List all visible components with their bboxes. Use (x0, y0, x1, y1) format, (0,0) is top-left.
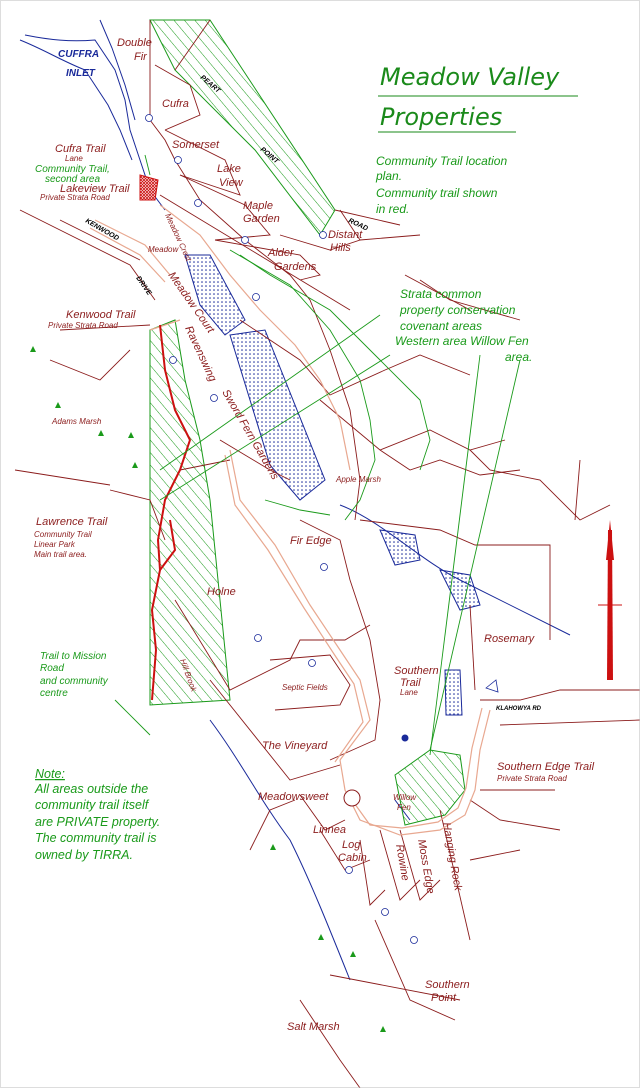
svg-text:Main trail area.: Main trail area. (34, 550, 87, 559)
inlet-label: CUFFRA INLET (58, 49, 99, 79)
svg-text:covenant areas: covenant areas (400, 319, 482, 333)
svg-text:The community trail is: The community trail is (35, 831, 157, 845)
svg-text:Western area Willow Fen: Western area Willow Fen (395, 334, 529, 348)
svg-text:Gardens: Gardens (274, 261, 317, 273)
svg-text:Southern Edge Trail: Southern Edge Trail (497, 761, 595, 773)
lot-markers (145, 114, 418, 944)
road-marker (485, 679, 499, 693)
svg-text:Meadow Crest: Meadow Crest (163, 212, 193, 263)
svg-text:CUFFRA: CUFFRA (58, 49, 99, 60)
svg-text:Trail to Mission: Trail to Mission (40, 651, 107, 662)
marsh-tufts (30, 346, 386, 1032)
svg-text:Maple: Maple (243, 200, 273, 212)
label-somerset: Somerset (172, 139, 220, 151)
svg-text:The Vineyard: The Vineyard (262, 740, 328, 752)
svg-text:Trail: Trail (400, 677, 421, 689)
svg-text:Lakeview Trail: Lakeview Trail (60, 183, 130, 195)
svg-text:Lawrence Trail: Lawrence Trail (36, 516, 108, 528)
svg-text:Willow: Willow (393, 793, 417, 802)
svg-text:Road: Road (40, 663, 64, 674)
svg-text:Linnea: Linnea (313, 824, 346, 836)
strata-note: Strata common property conservation cove… (395, 287, 532, 364)
trail-to-mission: Trail to Mission Road and community cent… (40, 651, 109, 699)
title-line-2: Properties (380, 103, 502, 131)
svg-text:Lake: Lake (217, 163, 241, 175)
svg-text:are PRIVATE property.: are PRIVATE property. (35, 815, 160, 829)
svg-text:INLET: INLET (66, 68, 96, 79)
svg-text:Distant: Distant (328, 229, 363, 241)
svg-text:Note:: Note: (35, 767, 65, 781)
svg-text:Septic Fields: Septic Fields (282, 683, 328, 692)
svg-text:centre: centre (40, 688, 68, 699)
svg-text:Hills: Hills (330, 242, 351, 254)
svg-text:Lane: Lane (400, 688, 418, 697)
svg-text:and community: and community (40, 676, 109, 687)
svg-text:Apple Marsh: Apple Marsh (335, 475, 381, 484)
svg-text:Private Strata Road: Private Strata Road (40, 193, 110, 202)
community-trail (150, 324, 192, 701)
ponds (184, 254, 481, 742)
svg-text:Meadow: Meadow (148, 245, 179, 254)
trail-second-area (139, 174, 159, 201)
label-cufra: Cufra (162, 98, 189, 110)
svg-text:View: View (219, 177, 244, 189)
svg-text:Log: Log (342, 839, 361, 851)
label-double-fir-2: Fir (134, 51, 148, 63)
title-block: Meadow Valley Properties Community Trail… (375, 63, 578, 216)
svg-text:Southern: Southern (425, 979, 470, 991)
boundary-lines (114, 154, 521, 756)
svg-text:Private Strata Road: Private Strata Road (497, 774, 567, 783)
svg-text:Linear Park: Linear Park (34, 540, 76, 549)
svg-text:property conservation: property conservation (399, 303, 516, 317)
svg-text:Garden: Garden (243, 213, 280, 225)
svg-text:Alder: Alder (267, 247, 295, 259)
svg-text:owned by TIRRA.: owned by TIRRA. (35, 848, 133, 862)
svg-text:Fen: Fen (397, 803, 411, 812)
subtitle-line-3: Community trail shown (376, 186, 498, 200)
svg-text:KLAHOWYA RD: KLAHOWYA RD (496, 706, 542, 712)
svg-text:community trail itself: community trail itself (35, 798, 150, 812)
svg-text:Meadowsweet: Meadowsweet (258, 791, 329, 803)
svg-text:Lane: Lane (65, 154, 83, 163)
svg-text:Moss Edge: Moss Edge (415, 838, 436, 894)
svg-text:Point: Point (431, 992, 457, 1004)
svg-text:Ravenswing: Ravenswing (182, 324, 219, 384)
svg-text:Strata common: Strata common (400, 287, 482, 301)
svg-text:area.: area. (505, 350, 532, 364)
svg-text:Hanging Rock: Hanging Rock (440, 821, 464, 892)
svg-text:Rosemary: Rosemary (484, 633, 536, 645)
note-block: Note: All areas outside the community tr… (34, 767, 160, 862)
svg-text:DRIVE: DRIVE (134, 275, 152, 297)
svg-text:All areas outside the: All areas outside the (34, 782, 148, 796)
north-arrow (598, 520, 622, 680)
title-line-1: Meadow Valley (380, 63, 560, 91)
svg-text:Private Strata Road: Private Strata Road (48, 321, 118, 330)
svg-text:Rowine: Rowine (393, 843, 411, 881)
svg-text:Cufra Trail: Cufra Trail (55, 143, 106, 155)
svg-text:Holne: Holne (207, 586, 236, 598)
svg-text:Salt Marsh: Salt Marsh (287, 1021, 340, 1033)
property-lines (14, 19, 640, 1088)
label-double-fir: Double (117, 37, 152, 49)
svg-text:Community Trail: Community Trail (34, 530, 92, 539)
svg-text:Cabin: Cabin (338, 852, 367, 864)
svg-text:second area: second area (45, 174, 100, 185)
subtitle-line-1: Community Trail location (376, 154, 507, 168)
svg-text:Kenwood Trail: Kenwood Trail (66, 309, 136, 321)
svg-text:Community Trail,: Community Trail, (35, 164, 110, 175)
water-features (19, 19, 571, 981)
subtitle-line-4: in red. (376, 202, 409, 216)
community-trail-second-label: Community Trail, second area (35, 164, 110, 185)
subtitle-line-2: plan. (375, 169, 402, 183)
svg-text:Adams Marsh: Adams Marsh (51, 417, 102, 426)
svg-text:Fir Edge: Fir Edge (290, 535, 332, 547)
svg-text:Southern: Southern (394, 665, 439, 677)
